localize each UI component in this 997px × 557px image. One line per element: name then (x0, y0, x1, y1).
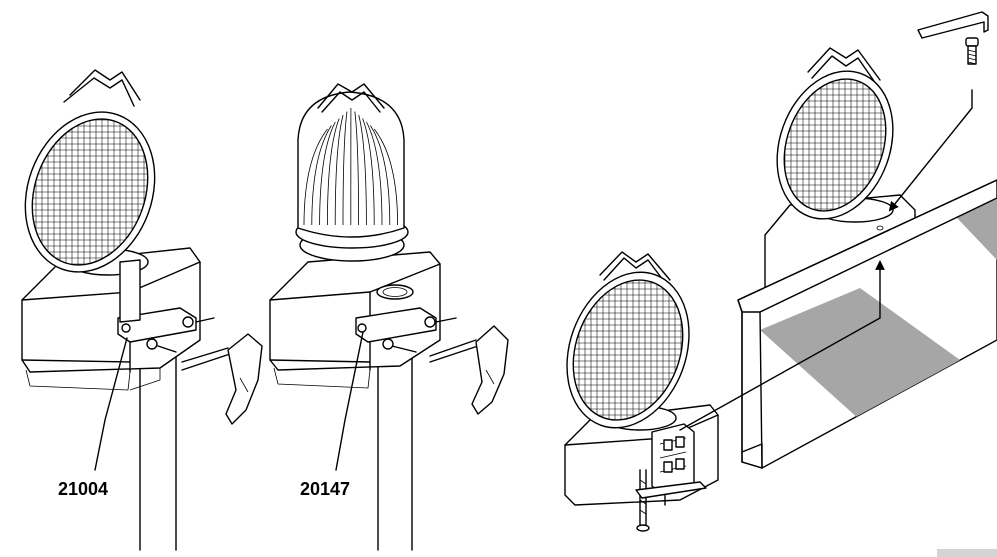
dome-rib (373, 128, 398, 226)
dome-rib (327, 118, 340, 226)
dome-rib (354, 111, 359, 226)
label-20147: 20147 (300, 331, 364, 499)
dome-rib (319, 121, 336, 226)
label-21004: 21004 (58, 337, 128, 499)
screw-icon (965, 37, 979, 65)
flat-lens-warning-lamp-icon (12, 69, 263, 551)
dome-rib (370, 125, 391, 226)
dome-rib (342, 111, 348, 226)
dome-rib (334, 114, 344, 226)
corner-patch (937, 549, 997, 557)
dome-rib (303, 128, 328, 226)
dome-rib (311, 125, 332, 226)
dome-rib (366, 121, 383, 226)
barrier-stripes (760, 198, 997, 420)
part-number-21004: 21004 (58, 479, 108, 499)
barrier-mounted-warning-lamps-icon (554, 47, 997, 532)
hex-key-icon (917, 11, 989, 39)
dome-lens-warning-lamp-icon (269, 83, 509, 551)
part-number-20147: 20147 (300, 479, 350, 499)
dome-rib (358, 114, 367, 226)
dome-rib (362, 118, 375, 226)
